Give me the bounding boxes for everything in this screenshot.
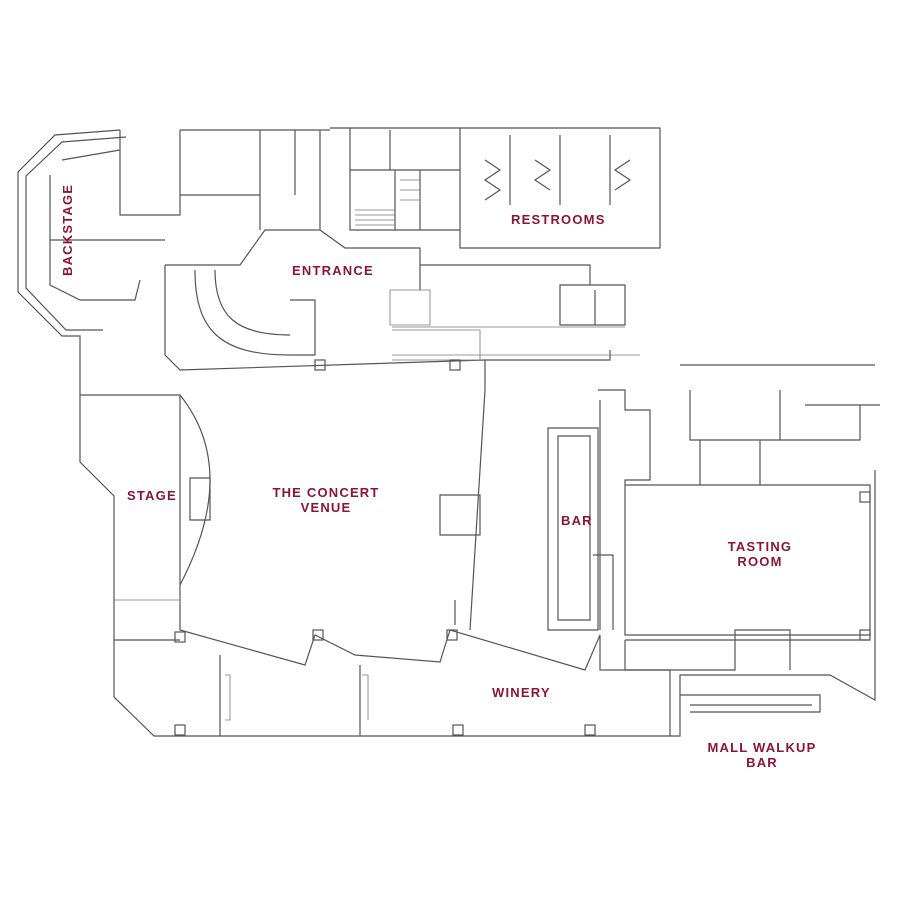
concert-venue-line1: THE CONCERT	[272, 485, 380, 500]
mall-walkup-bar-line1: MALL WALKUP	[707, 740, 817, 755]
concert-venue-line2: VENUE	[300, 500, 352, 515]
room-label-entrance: ENTRANCE	[292, 263, 374, 278]
room-label-tasting-room: TASTING ROOM	[710, 539, 810, 569]
room-label-stage: STAGE	[127, 488, 177, 503]
room-label-mall-walkup-bar: MALL WALKUP BAR	[697, 740, 827, 770]
tasting-room-line1: TASTING	[727, 539, 793, 554]
mall-walkup-bar-line2: BAR	[746, 755, 778, 770]
room-label-restrooms: RESTROOMS	[511, 212, 606, 227]
room-label-backstage: BACKSTAGE	[60, 183, 75, 276]
tasting-room-line2: ROOM	[737, 554, 783, 569]
room-label-winery: WINERY	[492, 685, 551, 700]
room-label-bar: BAR	[561, 513, 593, 528]
room-label-concert-venue: THE CONCERT VENUE	[256, 485, 396, 515]
